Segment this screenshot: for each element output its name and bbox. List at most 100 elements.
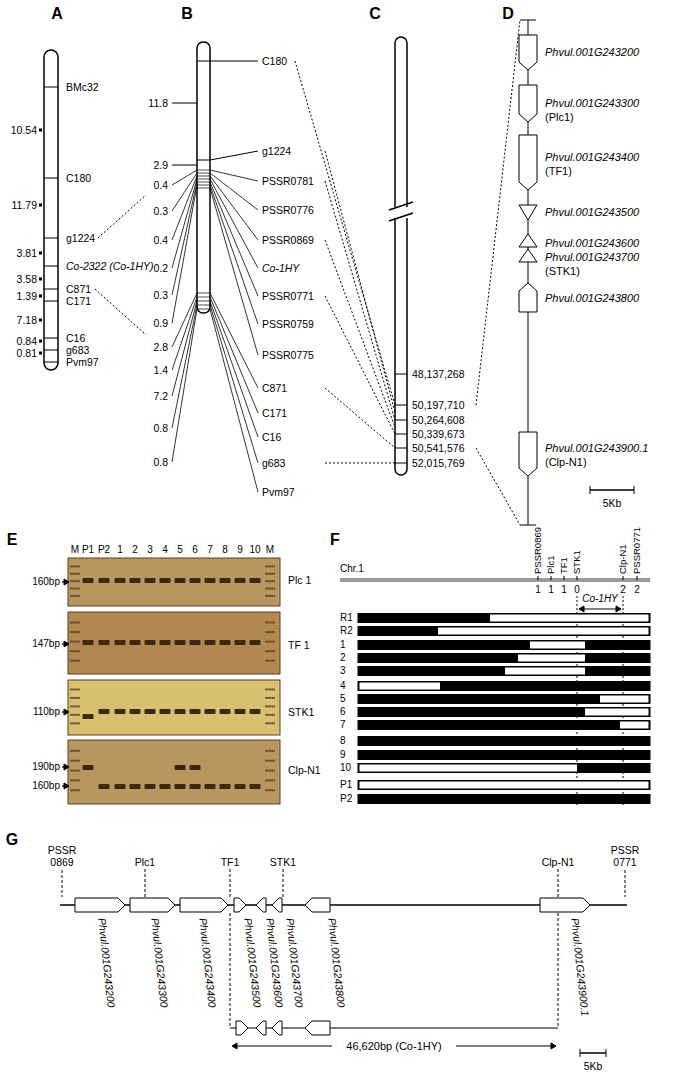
ladder-band xyxy=(70,588,80,590)
chromosome-name: Chr.1 xyxy=(340,563,364,575)
scale-bar xyxy=(580,1049,581,1057)
gene-name: Phvul.001G243700 xyxy=(545,251,639,264)
gene-name: Phvul.001G243900.1 xyxy=(545,442,648,455)
marker-name: Pvm97 xyxy=(262,486,295,498)
position-tick xyxy=(395,405,407,406)
band-arrowhead xyxy=(64,641,69,647)
ladder-band xyxy=(265,750,275,752)
marker-name: PSSR 0869 xyxy=(44,844,80,868)
arrowhead xyxy=(616,606,621,612)
panel-letter: G xyxy=(6,831,18,849)
ladder-band xyxy=(70,641,80,643)
map-distance: 0.3 xyxy=(153,289,168,301)
ladder-band xyxy=(70,750,80,752)
marker-name: PSSR0869 xyxy=(533,527,543,574)
dna-band xyxy=(175,578,186,583)
marker-tick xyxy=(197,305,210,306)
row-label: 5 xyxy=(340,693,346,705)
dna-band xyxy=(235,784,246,789)
chromosome xyxy=(395,37,407,475)
dna-band xyxy=(190,709,201,714)
map-distance: 2.8 xyxy=(153,341,168,353)
dna-band xyxy=(205,578,216,583)
ladder-band xyxy=(265,722,275,724)
map-distance: 0.8 xyxy=(153,422,168,434)
dotted-link xyxy=(325,463,395,464)
physical-position: 50,541,576 xyxy=(412,442,465,454)
marker-name: C871 xyxy=(262,382,287,394)
dna-band xyxy=(83,578,94,583)
arrowhead xyxy=(579,606,584,612)
gene-arrow xyxy=(272,1021,282,1035)
dna-band xyxy=(130,709,141,714)
marker-tick xyxy=(44,362,58,363)
marker-tick xyxy=(558,869,559,897)
map-distance: 10.54 xyxy=(11,124,37,136)
haplotype-bar xyxy=(358,682,650,691)
break-mark xyxy=(389,202,413,210)
haplotype-bar xyxy=(358,695,650,704)
ladder-band xyxy=(70,697,80,699)
dna-band xyxy=(83,765,94,770)
lane-label: 5 xyxy=(177,544,183,556)
dna-band xyxy=(115,640,126,645)
marker-tick xyxy=(197,176,210,177)
ladder-band xyxy=(265,688,275,690)
map-distance: 0.4 xyxy=(153,179,168,191)
haplotype-bar xyxy=(358,721,650,730)
map-distance: 3.81 xyxy=(17,247,37,259)
ladder-band xyxy=(70,573,80,575)
marker-line xyxy=(210,301,258,437)
haplotype-bar xyxy=(358,654,650,663)
ladder-band xyxy=(265,770,275,772)
distance-line xyxy=(172,309,197,462)
gene-arrow xyxy=(519,35,537,70)
gene-name: Phvul.001G243800 xyxy=(327,917,347,1008)
marker-tick xyxy=(197,188,210,189)
band-size: 160bp xyxy=(32,780,60,792)
marker-line xyxy=(197,61,258,62)
marker-name: Plc 1 xyxy=(288,574,311,586)
lane-label: 4 xyxy=(162,544,168,556)
dna-band xyxy=(175,784,186,789)
marker-name: Co-1HY xyxy=(262,262,299,274)
dna-band xyxy=(83,714,94,719)
gene-arrow xyxy=(305,898,330,912)
marker-name: STK1 xyxy=(288,706,314,718)
marker-name: Clp-N1 xyxy=(618,544,628,574)
distance-tick xyxy=(39,278,42,281)
chromosome xyxy=(197,42,210,313)
dna-band xyxy=(145,640,156,645)
dna-band xyxy=(250,784,261,789)
map-distance: 0.8 xyxy=(153,456,168,468)
marker-line xyxy=(210,182,258,296)
marker-line xyxy=(210,151,258,160)
lane-label: 2 xyxy=(132,544,138,556)
break-mark xyxy=(389,213,413,221)
band-arrowhead xyxy=(64,783,69,789)
position-tick xyxy=(395,448,407,449)
physical-position: 50,339,673 xyxy=(412,428,465,440)
chromosome xyxy=(44,50,58,370)
interval-arrow xyxy=(582,609,618,610)
haplotype-segment xyxy=(490,615,649,622)
marker-tick xyxy=(44,266,58,267)
marker-name: BMc32 xyxy=(66,81,99,93)
row-label: 3 xyxy=(340,665,346,677)
ladder-band xyxy=(265,641,275,643)
marker-line xyxy=(210,305,258,463)
dna-band xyxy=(160,709,171,714)
dotted-link xyxy=(98,195,146,238)
scale-bar xyxy=(606,1049,607,1057)
marker-tick xyxy=(62,870,63,897)
dna-band xyxy=(220,578,231,583)
map-distance: 7.18 xyxy=(17,314,37,326)
lane-label: 6 xyxy=(192,544,198,556)
gene-name: Phvul.001G243400 xyxy=(545,151,639,164)
dna-band xyxy=(130,578,141,583)
band-arrowhead xyxy=(64,709,69,715)
row-label: P1 xyxy=(340,779,352,791)
lane-label: P2 xyxy=(98,544,110,556)
gene-name: Phvul.001G243300 xyxy=(545,97,639,110)
